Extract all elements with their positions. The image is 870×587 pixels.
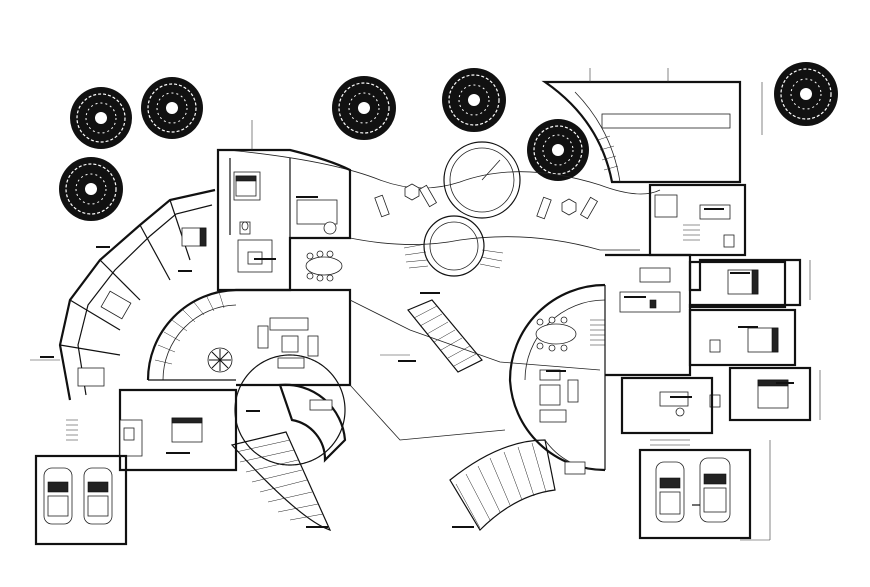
bed-icon xyxy=(757,379,789,409)
bed-icon xyxy=(100,290,132,320)
tree-icon xyxy=(141,77,203,139)
car-icon xyxy=(43,467,73,525)
pool-stairs xyxy=(403,243,504,269)
bed-icon xyxy=(181,227,207,247)
staircase-icon xyxy=(230,431,332,532)
staircase-icon xyxy=(449,439,556,531)
rotunda xyxy=(146,288,237,381)
tree-icon xyxy=(774,62,838,126)
tree-icon xyxy=(442,68,506,132)
sun-loungers xyxy=(374,183,599,220)
plant-icon xyxy=(207,347,233,373)
tree-icon xyxy=(527,119,589,181)
pool-icon xyxy=(423,141,521,277)
car-icon xyxy=(655,461,685,523)
car-icon xyxy=(83,467,113,525)
trees xyxy=(59,62,838,221)
bed-icon xyxy=(235,175,257,197)
bed-icon xyxy=(747,327,779,353)
tree-icon xyxy=(70,87,132,149)
toilet-icon xyxy=(723,234,735,248)
sofa-icon xyxy=(257,317,319,369)
central-link xyxy=(349,299,601,441)
dining-table-icon xyxy=(305,250,343,282)
pool xyxy=(227,141,661,277)
toilet-icon xyxy=(709,394,721,408)
dining-table-icon xyxy=(535,316,577,352)
annotation-marks xyxy=(30,120,821,541)
bed-icon xyxy=(77,367,105,387)
bed-icon xyxy=(171,417,203,443)
left-wing xyxy=(34,148,352,546)
toilet-icon xyxy=(123,427,135,441)
tree-icon xyxy=(59,157,123,221)
toilet-icon xyxy=(709,339,721,353)
annex-building xyxy=(541,68,763,184)
toilet-icon xyxy=(239,221,251,235)
staircase-icon xyxy=(407,299,483,373)
sofa-icon xyxy=(539,369,579,423)
tree-icon xyxy=(332,76,396,140)
car-icon xyxy=(699,457,731,523)
